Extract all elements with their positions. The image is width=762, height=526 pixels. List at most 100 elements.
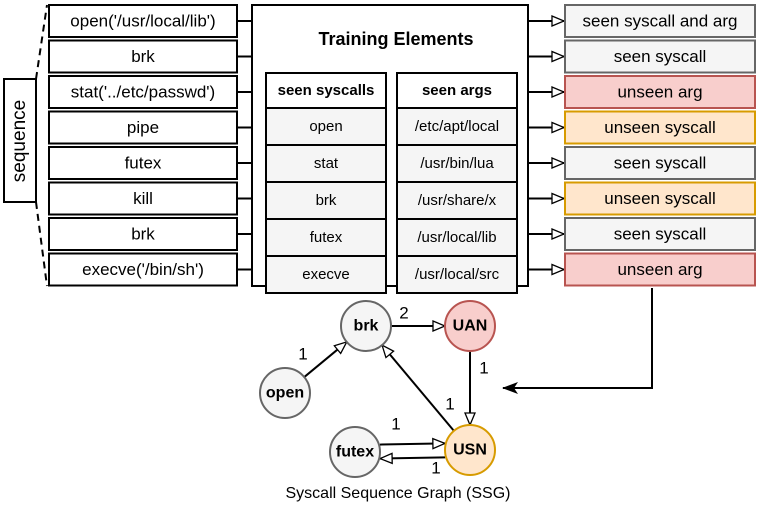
result-item-label: seen syscall	[614, 47, 707, 66]
sequence-item: brk	[48, 39, 238, 74]
table-cell: execve	[302, 266, 350, 283]
graph-edge-weight: 1	[431, 459, 440, 478]
connector-arrows	[237, 21, 564, 270]
result-item-label: unseen syscall	[604, 189, 716, 208]
graph-node-uan: UAN	[444, 300, 496, 352]
sequence-item: futex	[48, 146, 238, 180]
result-item-box	[564, 4, 756, 38]
graph-edge-usn-to-brk	[382, 345, 455, 432]
result-item-box	[564, 110, 756, 145]
graph-node-label: USN	[453, 442, 487, 459]
sequence-item-label: execve('/bin/sh')	[82, 260, 204, 279]
table-cell: /usr/local/lib	[417, 229, 496, 246]
sequence-item-box	[48, 39, 238, 74]
table-cell: brk	[316, 192, 337, 209]
table-cell: /etc/apt/local	[415, 118, 499, 135]
result-item-label: unseen arg	[617, 260, 702, 279]
result-column: seen syscall and arg seen syscall unseen a…	[564, 4, 756, 287]
table-cell-box	[265, 181, 387, 220]
result-item-label: seen syscall	[614, 225, 707, 244]
result-item: unseen arg	[564, 252, 756, 287]
table-cell-box	[265, 218, 387, 257]
result-item-label: seen syscall	[614, 154, 707, 173]
table-cell: futex	[310, 229, 343, 246]
result-item-label: unseen syscall	[604, 118, 716, 137]
graph-edge-open-to-brk	[303, 342, 346, 378]
graph-node-brk: brk	[340, 300, 392, 352]
result-item-label: unseen arg	[617, 83, 702, 102]
table-cell: /usr/share/x	[418, 192, 497, 209]
sequence-item: open('/usr/local/lib')	[48, 4, 238, 38]
sequence-item-label: kill	[133, 189, 153, 208]
sequence-label-box: sequence	[3, 78, 37, 203]
graph-edge-weight: 1	[445, 395, 454, 414]
sequence-column: open('/usr/local/lib') brk stat('../etc/pa…	[48, 4, 238, 287]
training-title: Training Elements	[318, 29, 473, 49]
table-header: seen args	[422, 82, 492, 99]
result-item: seen syscall and arg	[564, 4, 756, 38]
graph-node-circle	[340, 300, 392, 352]
table-cell-box	[396, 255, 518, 294]
table-cell-box	[396, 181, 518, 220]
table-cell-box	[265, 255, 387, 294]
result-item: unseen syscall	[564, 181, 756, 216]
result-item-box	[564, 146, 756, 180]
sequence-item-label: brk	[131, 47, 155, 66]
result-item-box	[564, 181, 756, 216]
table-header: seen syscalls	[278, 82, 375, 99]
sequence-label: sequence	[9, 100, 30, 182]
sequence-item-box	[48, 252, 238, 287]
graph-edge-usn-to-futex	[380, 457, 446, 458]
graph-node-circle	[444, 424, 496, 476]
table-cell: open	[309, 118, 342, 135]
graph-node-label: brk	[354, 318, 379, 335]
training-tables: seen syscallsopenstatbrkfutexexecveseen …	[265, 72, 518, 294]
graph-node-label: UAN	[453, 318, 488, 335]
sequence-item: stat('../etc/passwd')	[48, 75, 238, 109]
sequence-bracket	[35, 4, 48, 287]
result-item: unseen syscall	[564, 110, 756, 145]
seen-syscalls-table: seen syscalls open stat brk futex execve	[265, 72, 387, 294]
result-item: unseen arg	[564, 75, 756, 109]
sequence-item-label: pipe	[127, 118, 159, 137]
graph-node-label: open	[266, 385, 304, 402]
result-item-box	[564, 252, 756, 287]
graph-node-circle	[329, 426, 381, 478]
table-cell: /usr/local/src	[415, 266, 500, 283]
graph-node-usn: USN	[444, 424, 496, 476]
sequence-item-box	[48, 181, 238, 216]
sequence-item: kill	[48, 181, 238, 216]
graph-node-circle	[444, 300, 496, 352]
graph-node-futex: futex	[329, 426, 381, 478]
graph-edge-weight: 1	[391, 415, 400, 434]
result-item-box	[564, 75, 756, 109]
graph-edge-weight: 1	[298, 345, 307, 364]
graph-edge-weight: 2	[399, 304, 408, 323]
sequence-item-label: futex	[125, 154, 162, 173]
sequence-item-box	[48, 217, 238, 251]
graph-edge-weight: 1	[479, 359, 488, 378]
sequence-item-box	[48, 146, 238, 180]
table-header-cell	[265, 72, 387, 109]
sequence-item-label: open('/usr/local/lib')	[70, 12, 215, 31]
sequence-item: brk	[48, 217, 238, 251]
table-cell-box	[396, 218, 518, 257]
graph-node-circle	[259, 367, 311, 419]
result-item-label: seen syscall and arg	[583, 12, 738, 31]
result-item-box	[564, 217, 756, 251]
result-to-graph-arrow	[502, 288, 653, 394]
training-elements-panel: Training Elements seen syscalls open stat b…	[251, 4, 529, 294]
result-item: seen syscall	[564, 217, 756, 251]
graph-node-open: open	[259, 367, 311, 419]
table-cell: stat	[314, 155, 339, 172]
graph-caption: Syscall Sequence Graph (SSG)	[286, 485, 511, 502]
sequence-item-label: brk	[131, 225, 155, 244]
table-cell: /usr/bin/lua	[420, 155, 494, 172]
sequence-item: execve('/bin/sh')	[48, 252, 238, 287]
sequence-item-box	[48, 110, 238, 145]
graph-edge-futex-to-usn	[379, 443, 445, 444]
table-cell-box	[396, 107, 518, 146]
sequence-item-label: stat('../etc/passwd')	[71, 83, 215, 102]
